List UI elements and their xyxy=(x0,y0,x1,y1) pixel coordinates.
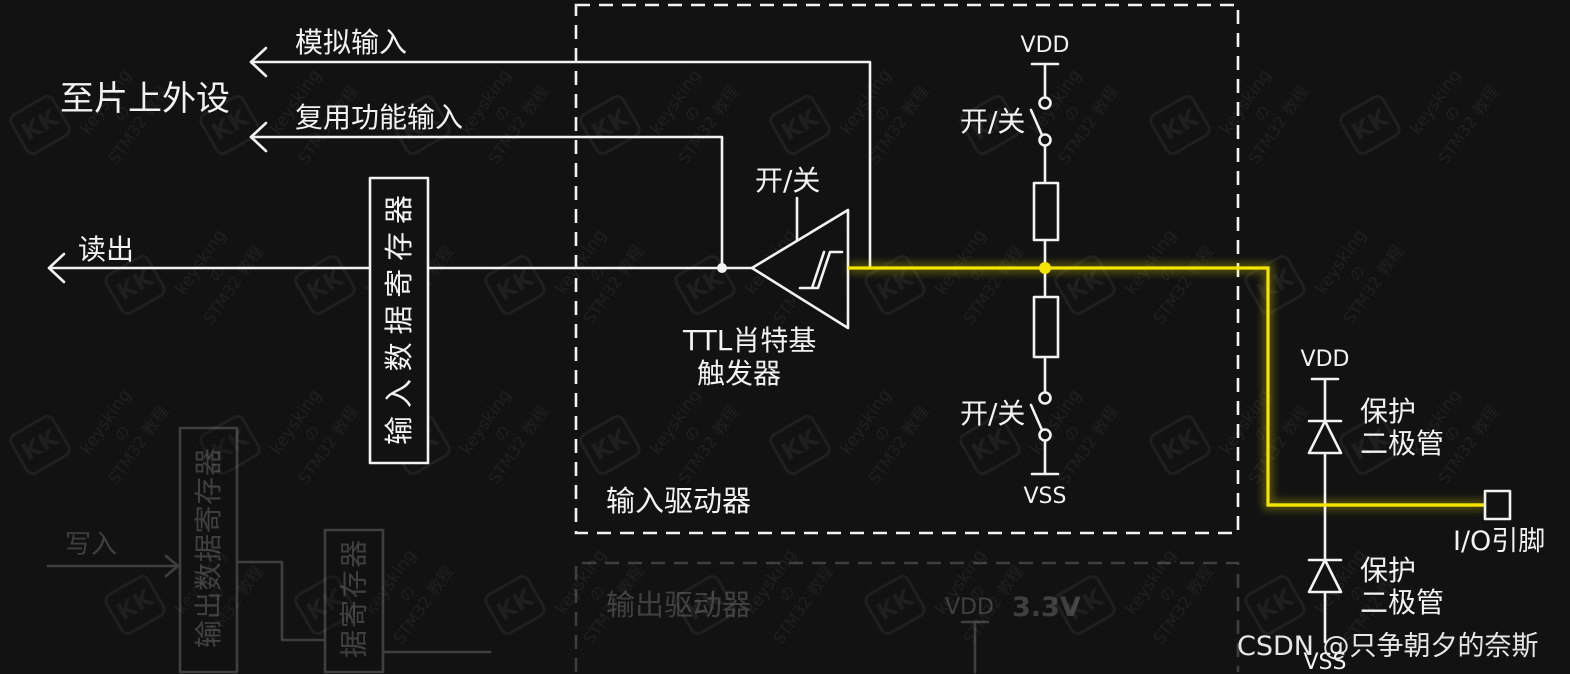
io-pin-pad xyxy=(1483,489,1512,521)
pulldown-switch-contact-bottom xyxy=(1038,428,1052,442)
analog-input-label: 模拟输入 xyxy=(295,26,407,59)
kk-logo-frame xyxy=(769,415,831,475)
output-voltage-label: 3.3V xyxy=(1012,592,1081,623)
kk-logo-frame xyxy=(959,415,1021,475)
read-junction-dot xyxy=(717,263,727,273)
kk-logo-frame xyxy=(9,415,71,475)
pullup-resistor xyxy=(1032,181,1060,242)
kk-logo-frame xyxy=(769,95,831,155)
kk-logo-frame xyxy=(1054,575,1116,635)
output-driver-boundary xyxy=(574,561,1240,672)
pullup-supply-rail xyxy=(1030,62,1060,99)
trigger-name-line1: TTL肖特基 xyxy=(682,324,816,357)
diode-supply-rail xyxy=(1310,377,1340,423)
input-driver-label: 输入驱动器 xyxy=(606,484,751,518)
write-in-label: 写入 xyxy=(65,530,117,560)
top-diode-label-line2: 二极管 xyxy=(1360,427,1444,460)
register-link-wire xyxy=(235,560,327,642)
pulldown-resistor xyxy=(1032,295,1060,359)
input-data-register-box xyxy=(368,176,430,465)
kk-logo-frame xyxy=(1244,575,1306,635)
pullup-switch-label: 开/关 xyxy=(960,105,1025,138)
kk-logo-frame xyxy=(104,575,166,635)
pullup-switch-lever xyxy=(1029,108,1044,137)
output-supply-label: VDD xyxy=(945,595,994,620)
output-driver-label: 输出驱动器 xyxy=(606,588,751,622)
output-data-register-label: 输出数据寄存器 xyxy=(192,448,225,648)
kk-logo-frame xyxy=(579,415,641,475)
kk-logo-frame xyxy=(1339,95,1401,155)
kk-logo-frame xyxy=(199,95,261,155)
trigger-name-line2: 触发器 xyxy=(697,357,781,390)
hysteresis-icon xyxy=(798,250,844,290)
pulldown-switch-label: 开/关 xyxy=(960,397,1025,430)
write-in-arrowhead xyxy=(164,554,180,578)
kk-logo-frame xyxy=(484,575,546,635)
pullup-switch-contact-top xyxy=(1038,96,1052,110)
set-reset-register-box xyxy=(323,528,385,674)
pullup-switch-contact-bottom xyxy=(1038,133,1052,147)
pulldown-ground-rail xyxy=(1030,439,1060,476)
pulldown-switch-lever xyxy=(1029,403,1044,432)
alt-function-input-label: 复用功能输入 xyxy=(295,101,463,134)
kk-logo-frame xyxy=(1339,415,1401,475)
pin-node-dot xyxy=(1039,262,1051,274)
bottom-diode-label-line1: 保护 xyxy=(1360,554,1416,587)
read-out-label: 读出 xyxy=(78,233,134,266)
pulldown-switch-contact-top xyxy=(1038,391,1052,405)
analog-input-wire xyxy=(249,60,872,270)
output-supply-rail xyxy=(960,620,990,674)
set-reset-register-label: 据寄存器 xyxy=(338,540,371,658)
pullup-supply-label: VDD xyxy=(1021,33,1070,58)
kk-logo-frame xyxy=(294,255,356,315)
trigger-switch-label: 开/关 xyxy=(755,164,820,197)
top-diode-label-line1: 保护 xyxy=(1360,395,1416,428)
input-data-register-label: 输入数据寄存器 xyxy=(382,195,416,445)
kk-logo-frame xyxy=(1149,95,1211,155)
diode-ground-label: VSS xyxy=(1304,650,1347,674)
kk-logo-frame xyxy=(674,575,736,635)
kk-logo-frame xyxy=(484,255,546,315)
kk-logo-frame xyxy=(199,415,261,475)
diode-supply-label: VDD xyxy=(1301,347,1350,372)
kk-logo-frame xyxy=(104,255,166,315)
io-pin-label: I/O引脚 xyxy=(1453,526,1545,557)
kk-logo-frame xyxy=(294,575,356,635)
output-section-faded: 写入 输出数据寄存器 据寄存器 输出驱动器 VDD 3.3V xyxy=(46,426,1240,674)
to-peripheral-label: 至片上外设 xyxy=(60,79,230,119)
alt-function-wire xyxy=(249,135,724,270)
kk-logo-frame xyxy=(9,95,71,155)
kk-logo-frame xyxy=(1149,415,1211,475)
csdn-credit-watermark: CSDN @只争朝夕的奈斯 xyxy=(1237,631,1539,662)
kk-logo-frame xyxy=(959,95,1021,155)
output-data-register-box xyxy=(178,426,239,674)
kk-logo-frame xyxy=(674,255,736,315)
bottom-diode-label-line2: 二极管 xyxy=(1360,586,1444,619)
pulldown-ground-label: VSS xyxy=(1024,484,1067,509)
kk-logo-frame xyxy=(864,575,926,635)
